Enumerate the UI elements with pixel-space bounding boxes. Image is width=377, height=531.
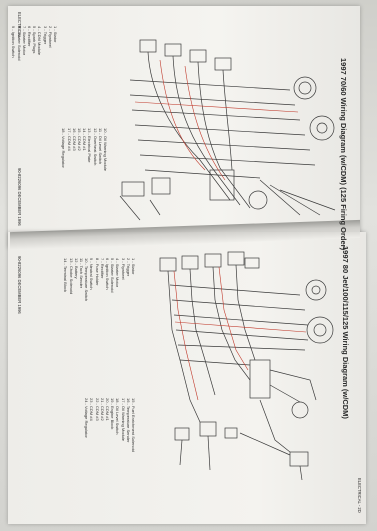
bottom-cdm-box-1 [159,257,177,272]
top-rectifier-shape [248,190,268,210]
top-legend-item: 5 - Spark Plugs [32,26,38,54]
bottom-legend-item: 17 - Oil Warning Module [120,398,126,441]
bottom-page-title: 1997 80 Jet/100/115/125 Wiring Diagram (… [341,246,350,419]
bottom-legend-item: 14 - Terminal Block [63,258,69,292]
bottom-legend-item: 12 - Battery [73,258,79,279]
top-legend-item: 10 - Oil Warning Module [103,128,108,171]
top-legend-left: 1 - Stator 2 - Flywheel 3 - Trigger 4 - … [11,26,58,60]
top-cdm-box-2 [164,43,182,57]
bottom-legend-item: 8 - Fuse Holder [94,258,100,286]
bottom-legend-item: 1 - Stator [131,258,136,275]
bottom-red-wires [173,266,307,401]
bottom-solenoid-box [174,427,190,441]
bottom-stator-shape [306,316,334,344]
bottom-legend-right: 15 - Fuel Enrichment Solenoid 16 - Tempe… [84,398,136,452]
bottom-legend-item: 22 - CDM #3 [94,398,100,421]
top-cdm-box-4 [214,57,232,71]
bottom-legend-item: 18 - Oil Level Switch [115,398,121,435]
top-legend-item: 17 - CDM #4 [66,128,72,151]
bottom-legend-item: 9 - Neutral Switch [89,258,95,290]
top-switch-box [151,177,171,195]
bottom-legend-item: 19 - Engine Block [110,398,116,430]
bottom-starter-box [289,451,309,467]
top-legend-right: 10 - Oil Warning Module 11 - Oil Level S… [61,128,108,171]
bottom-trigger-shape [291,401,309,419]
top-manual-page [8,6,360,248]
bottom-page-footer-right: ELECTRICAL - 2D [357,478,362,513]
bottom-legend-item: 10 - Temperature Switch [84,258,90,302]
bottom-legend-item: 21 - CDM #2 [99,398,105,421]
top-legend-item: 12 - Overheat Switch [92,128,98,166]
bottom-switch-box [199,421,217,437]
top-legend-item: 14 - CDM #1 [82,128,88,151]
top-cdm-box-1 [139,39,157,53]
top-legend-item: 18 - Voltage Regulator [61,128,67,168]
top-page-title: 1997 70/60 Wiring Diagram (w/CDM) (125 F… [339,58,348,251]
bottom-legend-item: 15 - Fuel Enrichment Solenoid [131,398,136,452]
bottom-flywheel-shape [305,279,327,301]
bottom-legend-item: 3 - Flywheel [120,258,126,280]
top-terminal-block [209,169,235,201]
bottom-manual-page [8,232,366,524]
top-legend-item: 7 - Starter Motor [21,26,27,56]
bottom-legend-item: 6 - Ignition Switch [104,258,110,290]
top-page-footer: 90-8226096 DECEMBER 1996 [17,168,22,226]
bottom-legend-left: 1 - Stator 2 - Trigger 3 - Flywheel 4 - … [63,258,136,301]
top-legend-item: 3 - Trigger [42,26,48,45]
top-legend-item: 4 - CDM Module [37,26,43,56]
bottom-cdm-box-4 [227,251,245,266]
top-wiring-diagram [119,39,336,221]
bottom-cdm-box-2 [181,255,199,270]
top-legend-item: 1 - Stator [53,26,58,43]
top-legend-item: 15 - CDM #2 [76,128,82,151]
bottom-page-footer: 90-8226096 DECEMBER 1996 [17,256,22,314]
bottom-legend-item: 13 - Choke Solenoid [68,258,74,295]
bottom-legend-item: 24 - Voltage Regulator [84,398,90,438]
bottom-terminal-block [249,359,271,399]
top-legend-item: 8 - Starter Solenoid [16,26,22,61]
top-flywheel-shape [293,76,317,100]
top-legend-item: 9 - Ignition Switch [11,26,17,58]
bottom-legend-item: 4 - Starter Motor [115,258,121,288]
bottom-wiring-diagram [159,251,334,481]
top-red-wires [134,59,299,181]
bottom-cdm-box-3 [204,253,222,268]
top-solenoid-box [121,181,145,197]
bottom-legend-item: 2 - Trigger [125,258,131,277]
bottom-regulator-box [244,257,260,269]
top-legend-item: 2 - Flywheel [47,26,53,48]
top-stator-shape [309,115,335,141]
bottom-legend-item: 5 - Starter Solenoid [110,258,116,293]
top-legend-item: 6 - Rectifier [26,26,32,47]
bottom-legend-item: 23 - CDM #4 [89,398,95,421]
top-cdm-box-3 [189,49,207,63]
top-legend-item: 16 - CDM #3 [71,128,77,151]
